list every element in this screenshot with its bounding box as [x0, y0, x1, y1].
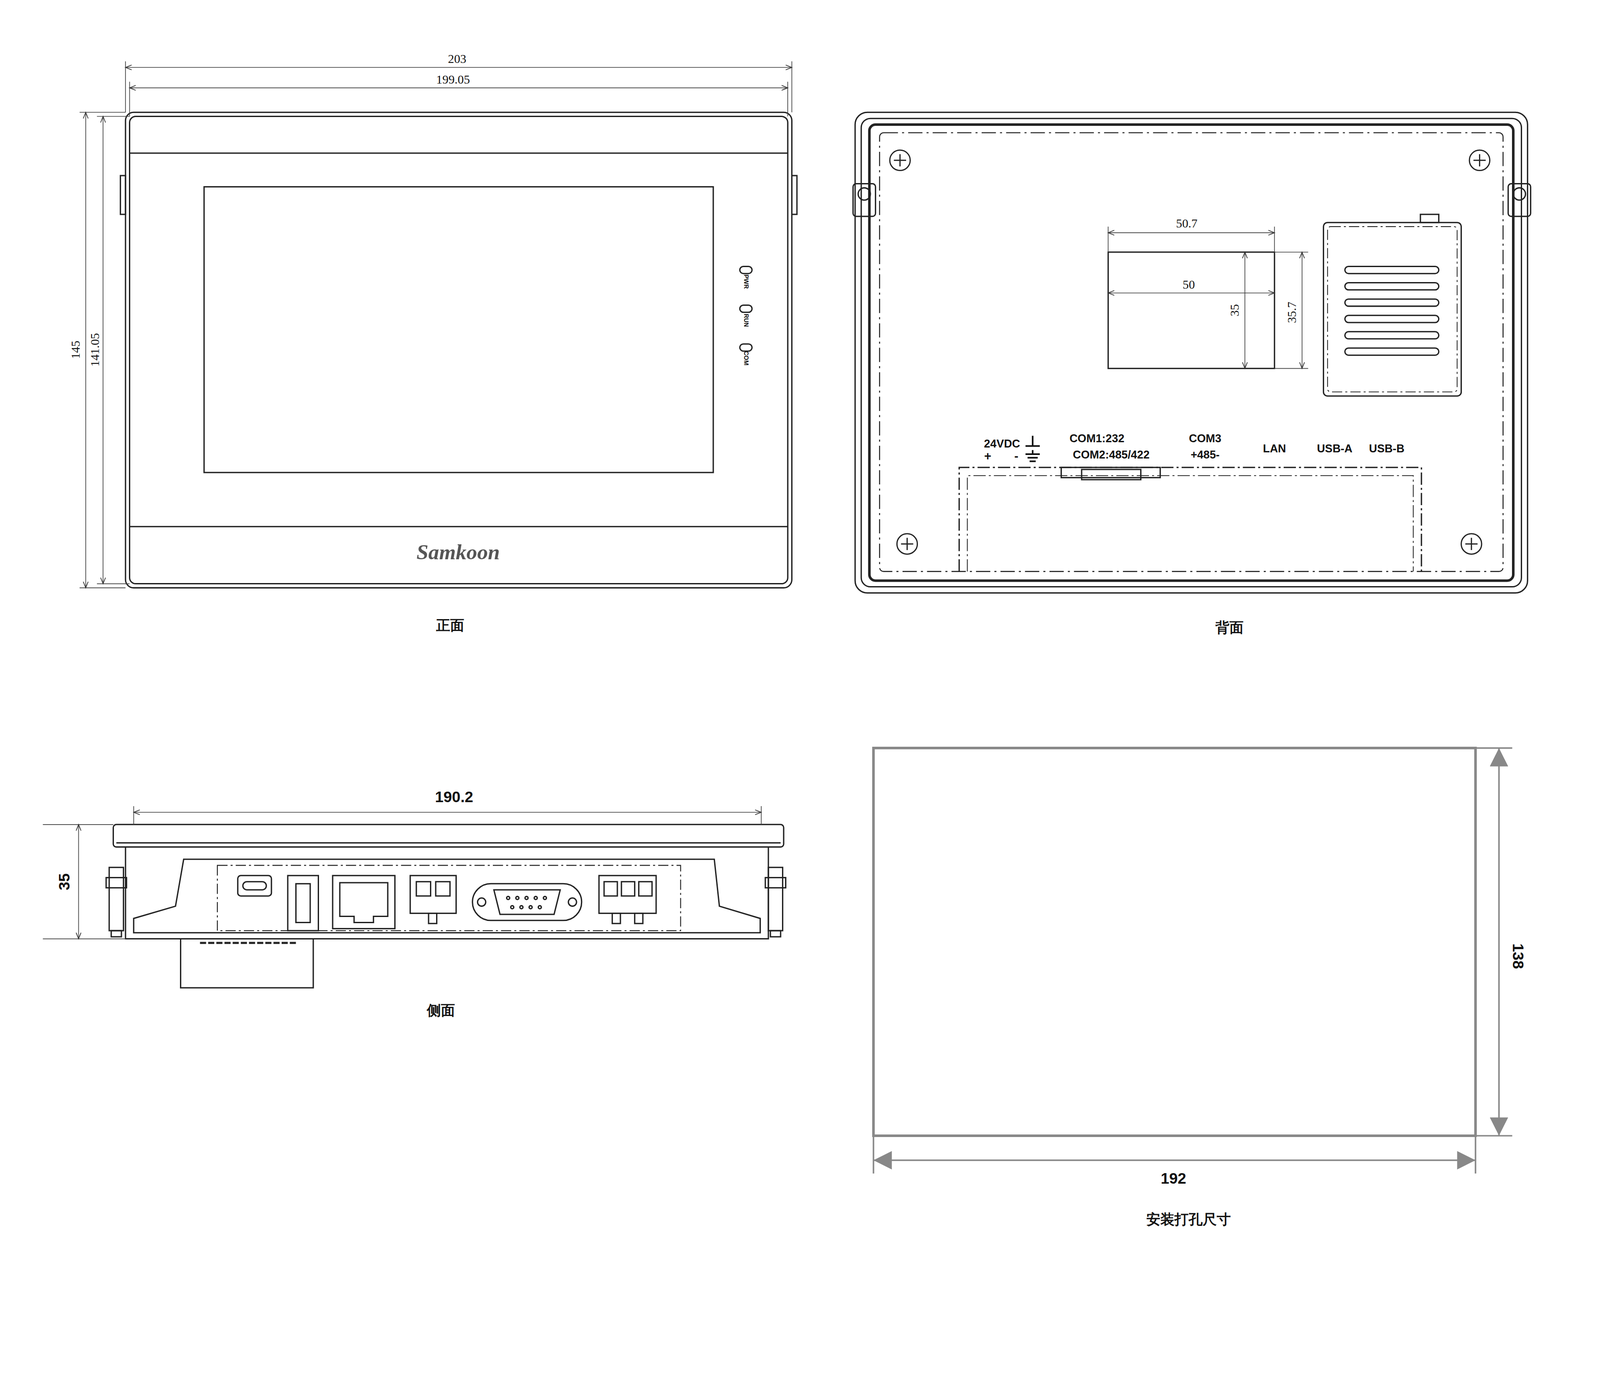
- side-view: [106, 824, 786, 988]
- led-label: PWR: [742, 274, 749, 289]
- back-view: [853, 112, 1531, 593]
- back-dimensions: [1108, 226, 1309, 369]
- port-label: USB-B: [1368, 443, 1405, 456]
- front-view: [120, 112, 797, 588]
- view-title: 正面: [436, 618, 465, 633]
- dimension-label: 50: [1182, 278, 1196, 291]
- pin-label: +485-: [1190, 449, 1220, 461]
- dimension-label: 35.7: [1285, 301, 1299, 323]
- dimension-label: 192: [1160, 1170, 1187, 1187]
- port-label: LAN: [1262, 443, 1286, 456]
- dimension-label: 141.05: [88, 333, 102, 367]
- port-label: COM1:232: [1069, 433, 1125, 445]
- brand-logo: Samkoon: [416, 541, 500, 563]
- cutout-drawing: [873, 748, 1513, 1174]
- view-title: 背面: [1215, 620, 1244, 635]
- front-dimensions: [79, 61, 793, 588]
- port-label: USB-A: [1317, 443, 1353, 456]
- side-dimensions: [42, 806, 761, 939]
- dimension-label: 145: [69, 341, 82, 360]
- dimension-label: 199.05: [436, 73, 470, 86]
- dimension-label: 138: [1510, 943, 1527, 969]
- dimension-label: 35: [1228, 304, 1241, 317]
- pin-label: +: [984, 450, 992, 463]
- view-title: 安装打孔尺寸: [1146, 1212, 1231, 1227]
- view-title: 侧面: [426, 1002, 456, 1017]
- dimension-label: 203: [447, 53, 467, 66]
- pin-label: -: [1014, 450, 1019, 463]
- port-label: 24VDC: [983, 438, 1021, 450]
- port-label: COM3: [1188, 433, 1222, 445]
- dimension-label: 50.7: [1176, 217, 1198, 230]
- led-label: COM: [742, 351, 749, 366]
- dimension-label: 190.2: [434, 789, 474, 805]
- led-label: RUN: [742, 313, 749, 327]
- port-label: COM2:485/422: [1072, 449, 1150, 461]
- dimension-label: 35: [56, 873, 73, 891]
- ground-symbol: [1025, 435, 1040, 462]
